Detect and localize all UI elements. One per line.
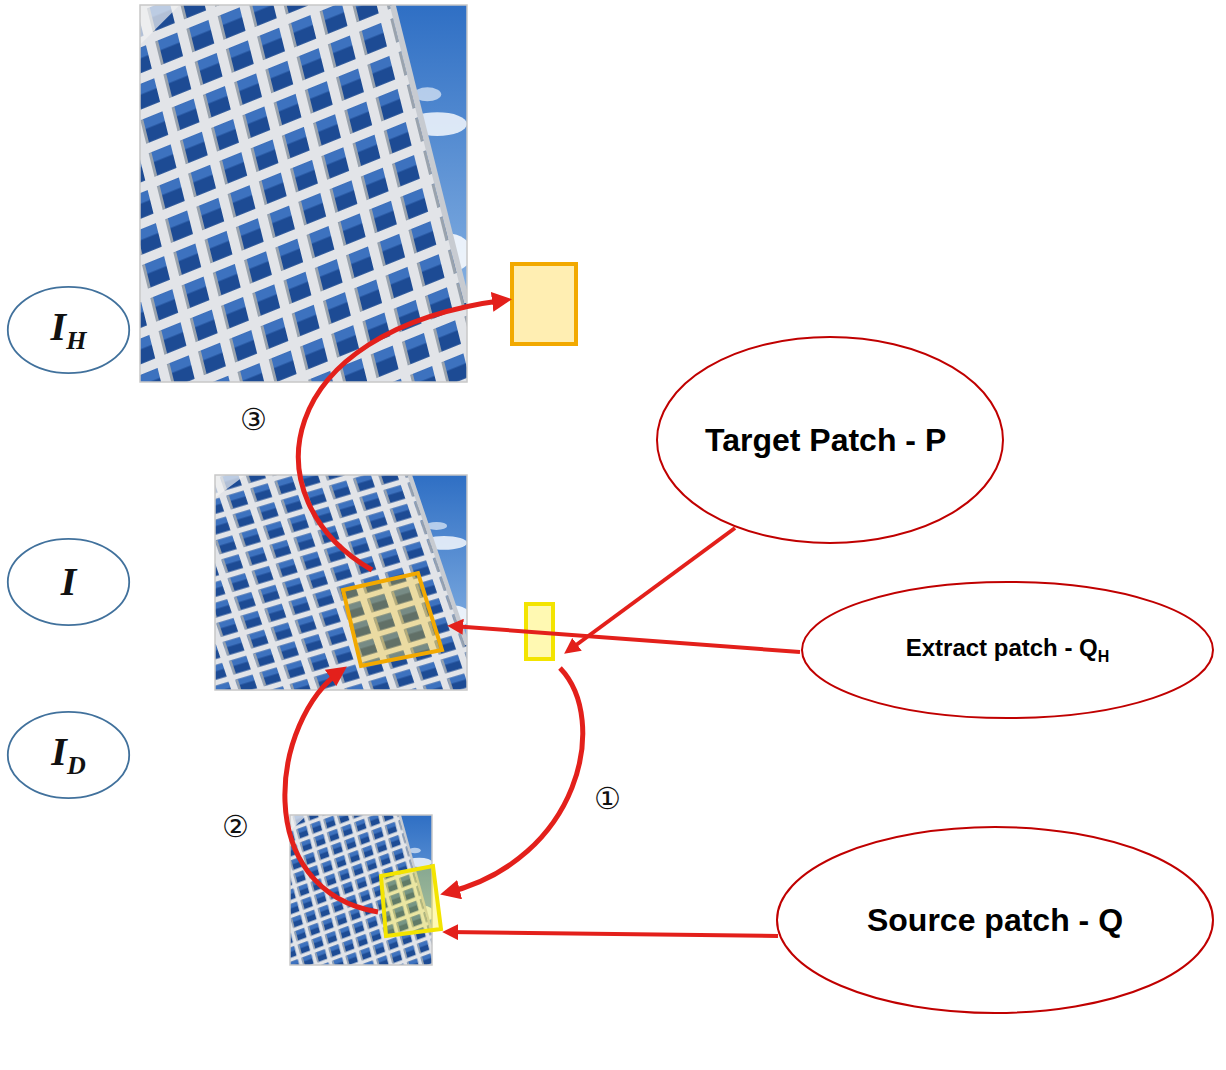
subscript: D	[67, 751, 86, 780]
leader-arrow	[447, 932, 778, 936]
image-frame	[140, 5, 467, 382]
building-image	[140, 5, 472, 382]
subscript: H	[66, 326, 86, 355]
patch-highlight	[512, 264, 576, 344]
ellipse-shape	[8, 287, 129, 373]
node-text: Source patch - Q	[867, 902, 1123, 938]
image-label-ellipse: ID	[6, 710, 131, 800]
patch-highlight	[381, 866, 441, 936]
ellipse-shape	[8, 539, 129, 625]
image-frame	[215, 475, 467, 690]
node-text: I	[51, 304, 67, 349]
ellipse-shape	[657, 337, 1003, 543]
node-text: Target Patch - P	[705, 422, 946, 458]
patch-highlight	[343, 573, 442, 666]
callout-number: ③	[240, 405, 267, 435]
callout-number: ②	[222, 812, 249, 842]
building-image	[215, 475, 471, 690]
text-group: I	[61, 558, 77, 606]
leader-arrow	[568, 528, 735, 651]
text-group: Source patch - Q	[867, 901, 1123, 939]
node-text: I	[51, 729, 67, 774]
node-text: Extract patch - Q	[906, 634, 1098, 661]
leader-arrow	[452, 626, 800, 652]
text-group: ID	[51, 728, 85, 781]
subscript: H	[1098, 648, 1110, 665]
text-group: Extract patch - QH	[906, 634, 1110, 666]
step-arrow	[285, 670, 378, 912]
callout-ellipse: Source patch - Q	[775, 825, 1215, 1015]
callout-ellipse: Target Patch - P	[655, 335, 1005, 545]
image-label-ellipse: I	[6, 537, 131, 627]
ellipse-shape	[8, 712, 129, 798]
callout-number: ①	[594, 784, 621, 814]
text-group: IH	[51, 303, 87, 356]
node-text: I	[61, 559, 77, 604]
callout-ellipse: Extract patch - QH	[800, 580, 1215, 720]
text-group: Target Patch - P	[705, 421, 955, 459]
step-arrow	[298, 300, 506, 570]
ellipse-shape	[777, 827, 1213, 1013]
ellipse-shape	[802, 582, 1213, 718]
step-arrow	[446, 668, 583, 893]
image-label-ellipse: IH	[6, 285, 131, 375]
